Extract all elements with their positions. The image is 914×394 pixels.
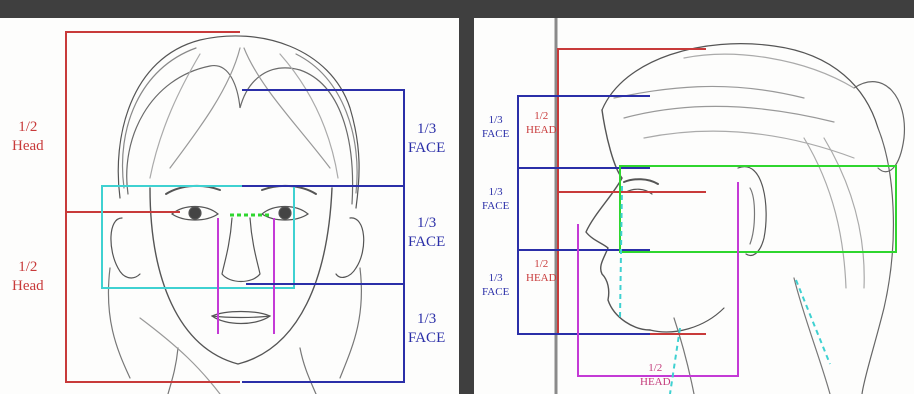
front-third-face-1-label: 1/3 FACE <box>408 120 445 158</box>
top-bar <box>0 0 914 18</box>
front-eye-band <box>102 186 294 288</box>
profile-view-panel: 1/3 FACE 1/3 FACE 1/3 FACE 1/2 HEAD 1/2 … <box>474 18 914 394</box>
profile-third-face-3-label: 1/3 FACE <box>482 272 509 300</box>
profile-third-face-1-label: 1/3 FACE <box>482 114 509 142</box>
front-half-head-lower-label: 1/2 Head <box>12 258 44 296</box>
profile-view-drawing <box>474 18 914 394</box>
profile-half-head-bottom-label: 1/2 HEAD <box>640 362 671 390</box>
profile-half-head-width-lines <box>578 182 738 376</box>
front-face-thirds-lines <box>242 90 404 382</box>
front-half-head-lines <box>66 32 240 382</box>
front-view-drawing <box>0 18 459 394</box>
front-third-face-3-label: 1/3 FACE <box>408 310 445 348</box>
profile-back-neck-line <box>796 280 830 364</box>
profile-third-face-2-label: 1/3 FACE <box>482 186 509 214</box>
profile-half-head-upper-label: 1/2 HEAD <box>526 110 557 138</box>
panel-divider <box>459 18 474 394</box>
front-half-head-upper-label: 1/2 Head <box>12 118 44 156</box>
front-third-face-2-label: 1/3 FACE <box>408 214 445 252</box>
front-view-panel: 1/2 Head 1/2 Head 1/3 FACE 1/3 FACE 1/3 … <box>0 18 459 394</box>
profile-neck-axis-line <box>670 328 680 394</box>
profile-half-head-lines <box>558 49 706 334</box>
profile-half-head-lower-label: 1/2 HEAD <box>526 258 557 286</box>
